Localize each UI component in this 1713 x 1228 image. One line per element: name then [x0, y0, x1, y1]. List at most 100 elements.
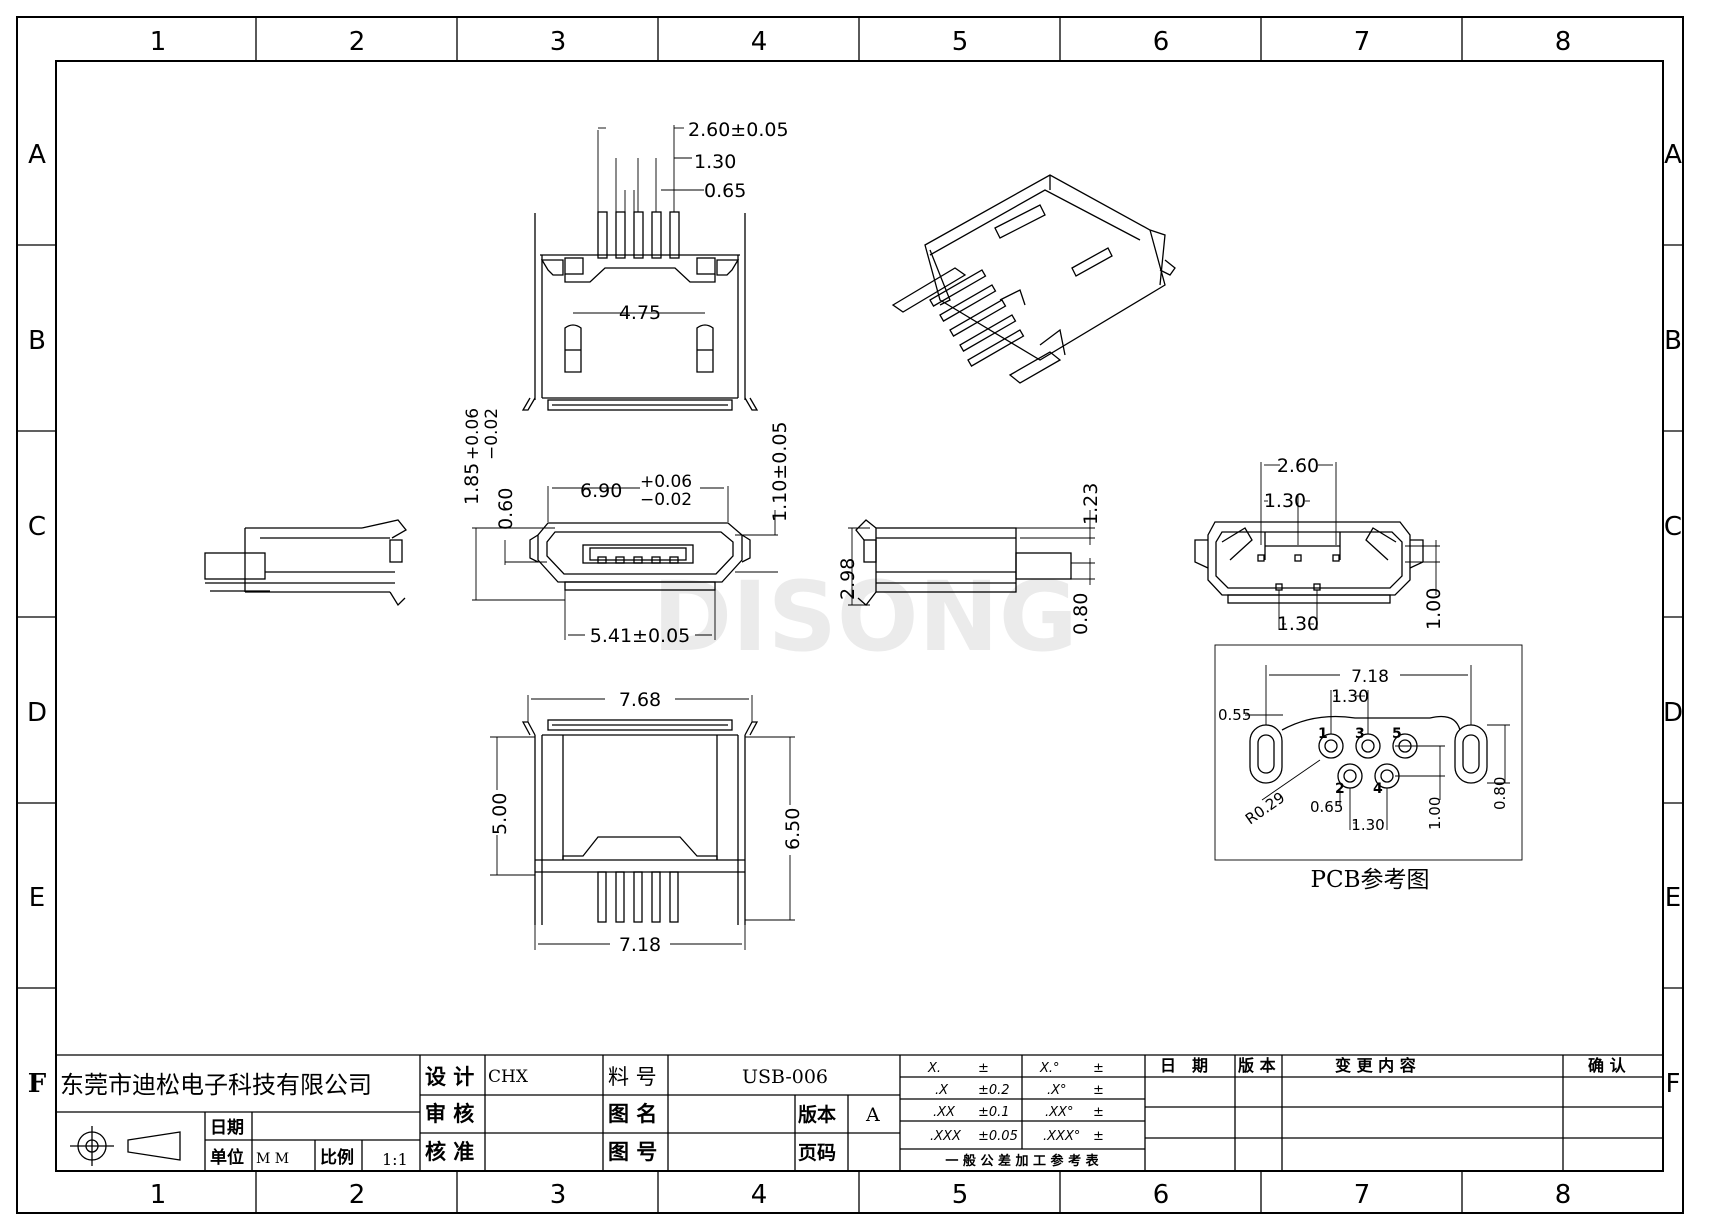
svg-text:7: 7: [1354, 1180, 1371, 1210]
bottom-view-labels: 7.68 5.00 6.50 7.18: [489, 689, 804, 956]
svg-text:图 号: 图 号: [608, 1140, 657, 1164]
svg-text:2: 2: [349, 1180, 366, 1210]
top-view-labels: 2.60±0.05 1.30 0.65 4.75: [619, 119, 789, 324]
svg-text:±0.2: ±0.2: [978, 1083, 1010, 1098]
svg-text:±0.05: ±0.05: [978, 1129, 1018, 1144]
svg-text:M M: M M: [256, 1151, 289, 1167]
svg-text:2: 2: [1335, 781, 1345, 797]
title-block-text: 东莞市迪松电子科技有限公司 日期 单位 M M 比例 1:1 设 计 CHX 审…: [60, 1065, 880, 1169]
svg-text:X.°: X.°: [1039, 1061, 1060, 1076]
svg-text:东莞市迪松电子科技有限公司: 东莞市迪松电子科技有限公司: [60, 1071, 372, 1099]
svg-text:4.75: 4.75: [619, 302, 661, 324]
svg-text:1:1: 1:1: [382, 1150, 408, 1169]
svg-text:−0.02: −0.02: [482, 408, 502, 460]
svg-text:±: ±: [1093, 1061, 1104, 1076]
svg-text:1.30: 1.30: [1264, 490, 1306, 512]
svg-text:F: F: [1666, 1069, 1681, 1099]
row-labels-left: A B C D E F: [27, 140, 47, 1099]
svg-text:CHX: CHX: [488, 1067, 529, 1087]
row-labels-right: A B C D E F: [1663, 140, 1683, 1099]
rear-view-dimensions: [1260, 462, 1440, 630]
svg-text:0.60: 0.60: [495, 488, 517, 530]
svg-text:C: C: [1664, 512, 1682, 542]
svg-text:1.30: 1.30: [694, 151, 736, 173]
svg-text:.XXX°: .XXX°: [1043, 1129, 1080, 1144]
right-side-view: [855, 519, 1072, 606]
svg-text:6: 6: [1153, 27, 1170, 57]
svg-text:±: ±: [978, 1061, 989, 1076]
svg-text:USB-006: USB-006: [742, 1066, 828, 1088]
svg-text:1.10±0.05: 1.10±0.05: [769, 421, 791, 522]
svg-text:比例: 比例: [320, 1147, 354, 1168]
projection-symbol-icon: [70, 1126, 181, 1166]
svg-text:1: 1: [1318, 726, 1328, 742]
svg-text:D: D: [27, 698, 47, 728]
bottom-view-dimensions: [490, 695, 795, 950]
svg-text:4: 4: [751, 1180, 768, 1210]
svg-text:0.80: 0.80: [1491, 777, 1509, 810]
svg-text:1: 1: [150, 27, 167, 57]
svg-text:3: 3: [1355, 726, 1365, 742]
svg-text:+0.06: +0.06: [463, 408, 483, 460]
svg-text:0.55: 0.55: [1218, 706, 1251, 724]
right-side-labels: 2.98 1.23 0.80: [837, 483, 1102, 635]
svg-text:0.65: 0.65: [704, 180, 746, 202]
svg-text:2.60: 2.60: [1277, 455, 1319, 477]
column-labels-bottom: 1 2 3 4 5 6 7 8: [150, 1180, 1572, 1210]
svg-text:8: 8: [1555, 27, 1572, 57]
svg-text:1.85: 1.85: [461, 463, 483, 505]
svg-text:日 期: 日 期: [1160, 1056, 1208, 1075]
svg-text:A: A: [28, 140, 46, 170]
outer-frame: [16, 16, 1684, 1214]
svg-text:单位: 单位: [210, 1147, 244, 1168]
svg-text:E: E: [29, 883, 45, 913]
svg-text:6: 6: [1153, 1180, 1170, 1210]
svg-text:7.18: 7.18: [1351, 667, 1389, 687]
svg-text:1.30: 1.30: [1351, 816, 1384, 834]
svg-text:±: ±: [1093, 1105, 1104, 1120]
svg-text:3: 3: [550, 27, 567, 57]
svg-text:审 核: 审 核: [425, 1102, 474, 1126]
svg-text:.X°: .X°: [1047, 1083, 1067, 1098]
svg-text:1.00: 1.00: [1423, 588, 1445, 630]
top-view: [521, 211, 759, 411]
pcb-reference: 1 2 3 4 5 7.18 1.30 0.55 R0.29 0.65 1.30…: [1214, 644, 1523, 893]
svg-text:5: 5: [1392, 726, 1402, 742]
left-side-view: [204, 519, 407, 607]
svg-text:版 本: 版 本: [1237, 1056, 1276, 1075]
rear-view: [1194, 521, 1424, 604]
svg-text:页码: 页码: [798, 1142, 836, 1164]
svg-text:4: 4: [751, 27, 768, 57]
svg-text:2.98: 2.98: [837, 558, 859, 600]
front-view-dimensions: [472, 486, 778, 640]
svg-text:0.65: 0.65: [1310, 798, 1343, 816]
tolerance-caption: 一 般 公 差 加 工 参 考 表: [945, 1153, 1099, 1169]
svg-text:版本: 版本: [798, 1103, 836, 1126]
top-view-dimensions: [573, 125, 705, 314]
svg-text:0.80: 0.80: [1070, 593, 1092, 635]
column-dividers: [255, 17, 1463, 1213]
front-view-labels: 6.90 +0.06 −0.02 5.41±0.05 1.85 +0.06 −0…: [461, 408, 791, 647]
svg-text:C: C: [28, 512, 46, 542]
svg-text:4: 4: [1373, 781, 1383, 797]
svg-text:7: 7: [1354, 27, 1371, 57]
svg-text:.XX°: .XX°: [1045, 1105, 1073, 1120]
tolerance-table: X. ± X.° ± .X ±0.2 .X° ± .XX ±0.1 .XX° ±…: [927, 1061, 1104, 1144]
svg-text:R0.29: R0.29: [1242, 788, 1288, 828]
svg-text:.X: .X: [935, 1083, 949, 1098]
svg-text:1.30: 1.30: [1277, 613, 1319, 635]
row-dividers: [17, 244, 1683, 989]
svg-text:.XXX: .XXX: [930, 1129, 962, 1144]
svg-text:3: 3: [550, 1180, 567, 1210]
svg-text:7.68: 7.68: [619, 689, 661, 711]
svg-text:设 计: 设 计: [425, 1065, 474, 1089]
svg-text:5.00: 5.00: [489, 793, 511, 835]
svg-text:±: ±: [1093, 1083, 1104, 1098]
svg-text:+0.06: +0.06: [640, 472, 692, 492]
svg-text:A: A: [1664, 140, 1682, 170]
bottom-view: [521, 719, 759, 925]
svg-text:A: A: [865, 1104, 880, 1126]
svg-text:F: F: [28, 1069, 47, 1099]
svg-text:1: 1: [150, 1180, 167, 1210]
